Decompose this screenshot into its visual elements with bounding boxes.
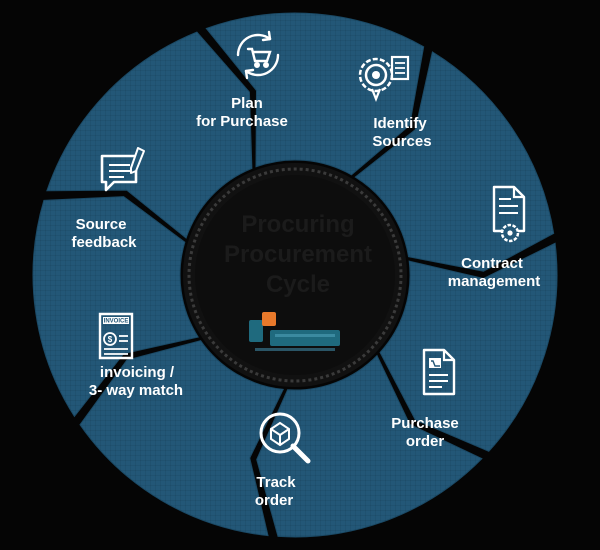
gear-document-icon xyxy=(358,55,410,102)
step-track-order: Track order xyxy=(255,412,311,509)
segment-texture xyxy=(46,32,252,238)
center-ring xyxy=(187,167,403,383)
invoice-icon-text: INVOICE xyxy=(104,319,129,325)
step-identify-line2: Sources xyxy=(372,133,431,150)
center-title: Procuring Procurement Cycle xyxy=(224,211,372,298)
segment-texture xyxy=(380,243,558,452)
segment-texture xyxy=(256,355,482,537)
step-purchase-line2: order xyxy=(406,433,445,450)
step-identify-sources: Identify Sources xyxy=(358,55,432,150)
step-contract-line2: management xyxy=(448,273,541,290)
step-plan-for-purchase: Plan for Purchase xyxy=(196,30,288,130)
center-title-line2: Procurement xyxy=(224,241,372,268)
step-identify-line1: Identify xyxy=(373,115,427,132)
step-invoicing-line1: invoicing / xyxy=(100,364,175,381)
step-source-feedback: Source feedback xyxy=(71,147,145,251)
invoice-icon: INVOICE $ xyxy=(98,312,134,360)
segment-texture xyxy=(206,13,424,175)
step-feedback-line2: feedback xyxy=(71,234,137,251)
cycle-segments xyxy=(32,12,558,538)
step-contract-management: Contract management xyxy=(448,185,541,290)
segment-texture xyxy=(33,196,199,417)
track-search-icon xyxy=(259,412,311,464)
cart-cycle-icon xyxy=(236,30,280,80)
center-inner xyxy=(195,175,395,375)
segment-texture xyxy=(355,51,554,272)
step-plan-line2: for Purchase xyxy=(196,113,288,130)
center-title-line3: Cycle xyxy=(266,271,330,298)
contract-gear-icon xyxy=(492,185,526,243)
center-title-line1: Procuring xyxy=(241,211,354,238)
step-track-line1: Track xyxy=(256,474,296,491)
step-invoicing-3-way-match: INVOICE $ invoicing / 3- way match xyxy=(89,312,183,399)
step-track-line2: order xyxy=(255,492,294,509)
step-feedback-line1: Source xyxy=(76,216,127,233)
step-contract-line1: Contract xyxy=(461,255,523,272)
feedback-chat-icon xyxy=(100,147,145,192)
company-logo xyxy=(249,312,340,351)
step-invoicing-line2: 3- way match xyxy=(89,382,183,399)
segment-texture xyxy=(80,340,284,536)
purchase-order-icon xyxy=(422,348,456,396)
cycle-steps: Plan for Purchase Identify Sources xyxy=(71,30,541,509)
step-purchase-order: Purchase order xyxy=(391,348,459,450)
step-purchase-line1: Purchase xyxy=(391,415,459,432)
step-plan-line1: Plan xyxy=(231,95,263,112)
svg-text:$: $ xyxy=(108,335,113,344)
